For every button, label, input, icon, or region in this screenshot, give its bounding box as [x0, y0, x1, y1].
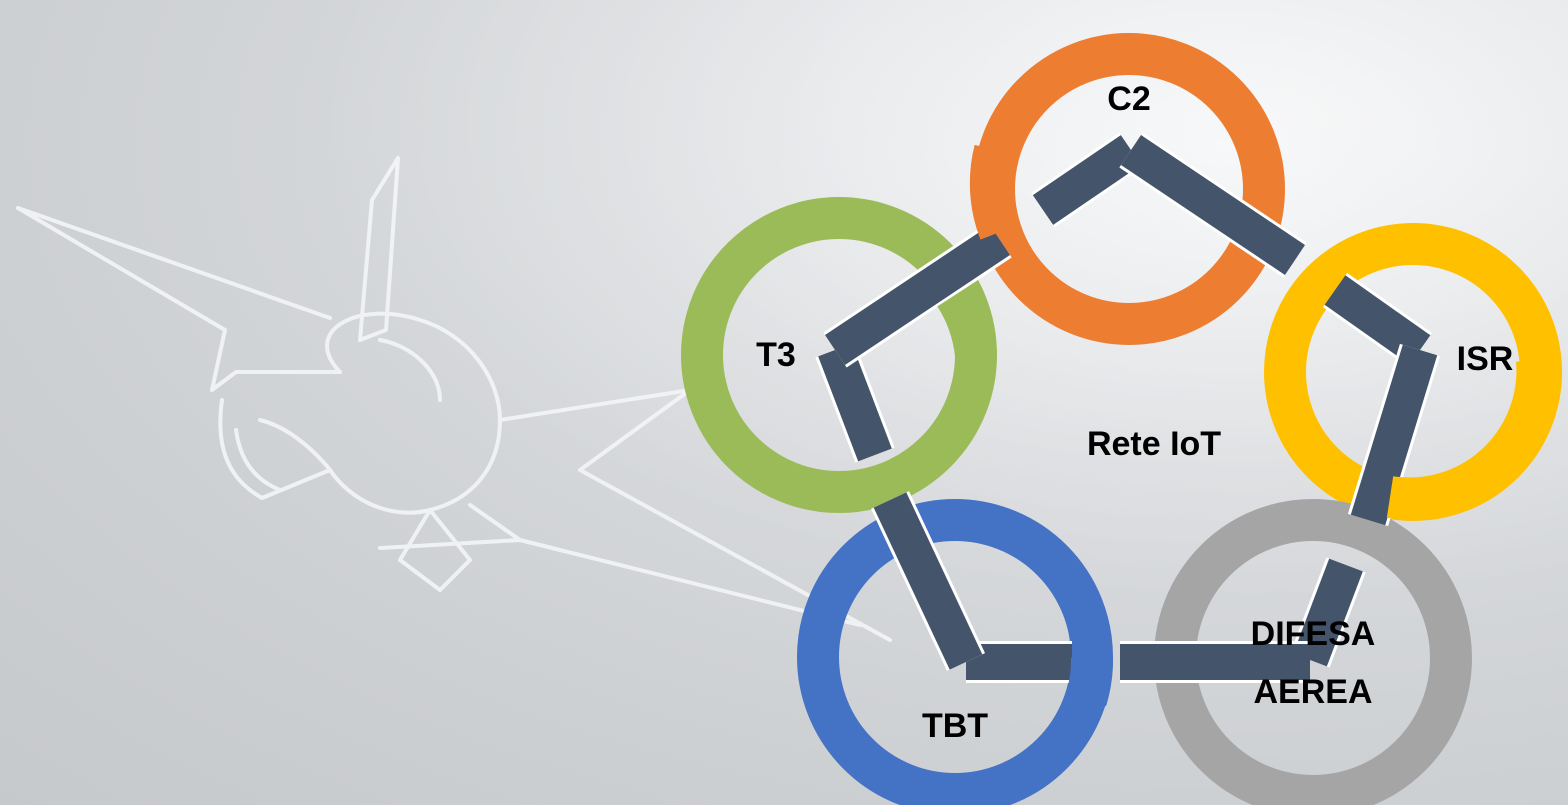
node-label-difesa-line2: AEREA — [1253, 673, 1372, 711]
node-label-tbt: TBT — [922, 707, 988, 745]
node-label-t3: T3 — [756, 336, 796, 374]
ring-c2-overlap — [969, 144, 1020, 240]
node-label-c2: C2 — [1107, 80, 1150, 118]
fighter-jet-sketch — [16, 156, 892, 642]
node-label-difesa-line1: DIFESA — [1251, 615, 1376, 653]
ring-t3-overlap — [936, 283, 997, 358]
connectors — [815, 132, 1441, 683]
center-label: Rete IoT — [1087, 425, 1221, 463]
ring-tbt-overlap — [1065, 656, 1113, 707]
node-label-isr: ISR — [1457, 340, 1514, 378]
ring-isr-overlap — [1386, 358, 1559, 520]
